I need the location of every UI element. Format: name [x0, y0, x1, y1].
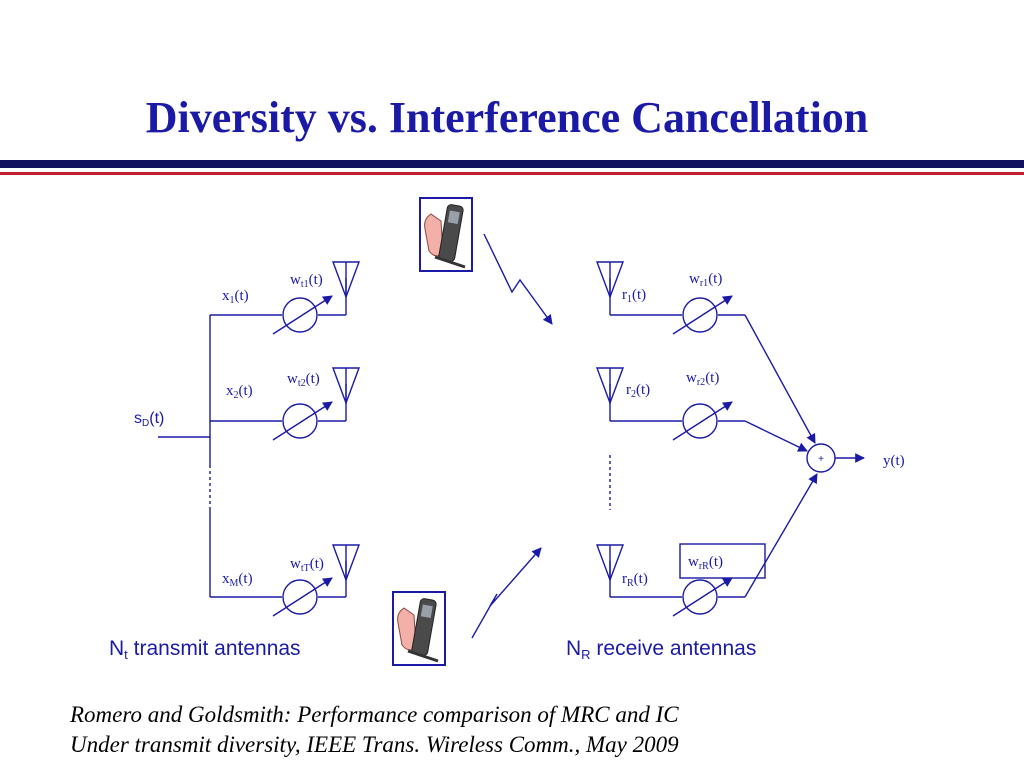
lightning-link-icon	[483, 233, 553, 325]
summer-symbol: +	[818, 454, 824, 465]
variable-weight-icon	[682, 579, 718, 615]
reference-citation: Romero and Goldsmith: Performance compar…	[70, 700, 679, 760]
tx-weight-label-2: wt2(t)	[287, 371, 320, 389]
rx-signal-label-2: r2(t)	[626, 382, 651, 400]
tx-signal-label-2: x2(t)	[226, 383, 253, 401]
variable-weight-icon	[282, 403, 318, 439]
tx-weight-label-t: wtT(t)	[290, 556, 324, 574]
cell-phone-icon	[392, 591, 446, 666]
variable-weight-icon	[682, 297, 718, 333]
slide-title: Diversity vs. Interference Cancellation	[145, 93, 869, 142]
title-underline-red	[0, 172, 1024, 175]
title-underline-navy	[0, 160, 1024, 168]
lightning-link-icon	[471, 547, 542, 639]
rx-signal-label-r: rR(t)	[622, 571, 648, 589]
variable-weight-icon	[682, 403, 718, 439]
rx-signal-label-1: r1(t)	[622, 287, 647, 305]
variable-weight-icon	[282, 297, 318, 333]
source-signal-label: sD(t)	[134, 410, 165, 429]
output-label: y(t)	[883, 453, 905, 469]
antenna-icon	[331, 367, 361, 406]
tx-signal-label-m: xM(t)	[222, 571, 253, 589]
cell-phone-icon	[419, 197, 473, 272]
tx-weight-label-1: wt1(t)	[290, 272, 323, 290]
transmit-caption: Nt transmit antennas	[109, 637, 301, 662]
variable-weight-icon	[282, 579, 318, 615]
antenna-icon	[331, 261, 361, 300]
receive-caption: NR receive antennas	[566, 637, 757, 662]
reference-line-2: Under transmit diversity, IEEE Trans. Wi…	[70, 732, 679, 757]
antenna-icon	[331, 544, 361, 583]
rx-weight-label-2: wr2(t)	[686, 370, 720, 388]
rx-weight-label-r: wrR(t)	[688, 554, 724, 572]
rx-weight-label-1: wr1(t)	[689, 271, 723, 289]
reference-line-1: Romero and Goldsmith: Performance compar…	[70, 702, 679, 727]
weight-highlight-box	[679, 543, 766, 579]
tx-signal-label-1: x1(t)	[222, 288, 249, 306]
